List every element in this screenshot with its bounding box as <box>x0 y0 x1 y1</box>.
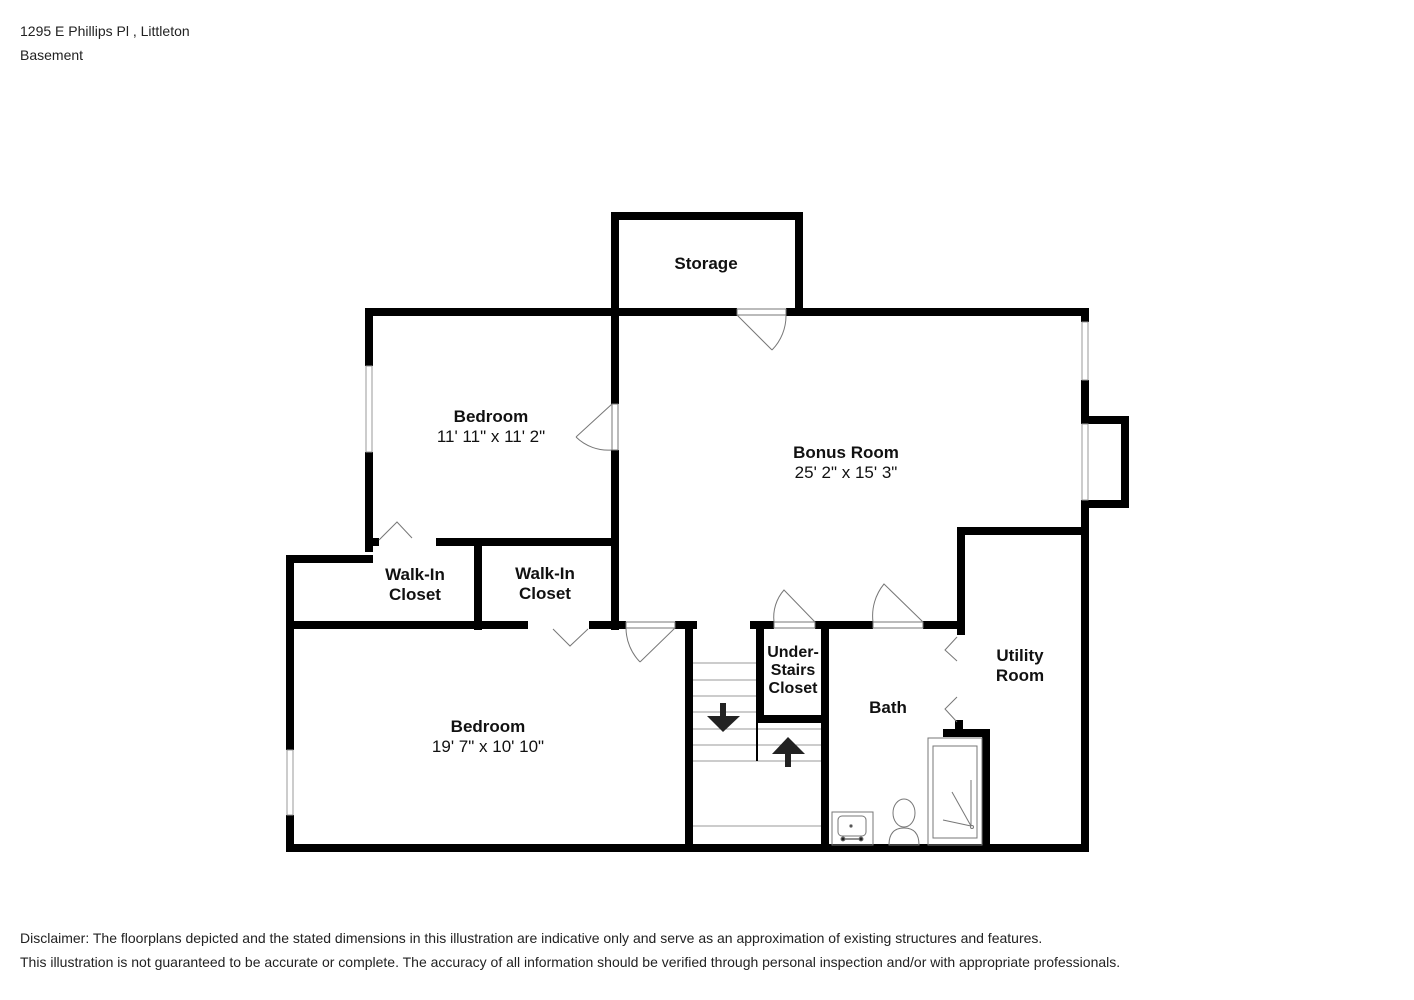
room-dimensions: 25' 2" x 15' 3" <box>794 463 898 482</box>
room-dimensions: 11' 11" x 11' 2" <box>436 427 546 446</box>
room-name: Bedroom <box>453 407 529 426</box>
toilet-icon <box>892 798 916 828</box>
room-name: Bedroom <box>450 717 526 736</box>
property-address: 1295 E Phillips Pl , Littleton <box>20 23 190 39</box>
doors <box>378 308 958 723</box>
disclaimer-line-2: This illustration is not guaranteed to b… <box>20 954 1121 970</box>
room-name-line2: Closet <box>519 584 571 603</box>
stairs-up-arrow-icon <box>772 737 805 767</box>
room-bonus: Bonus Room 25' 2" x 15' 3" <box>793 443 899 483</box>
sink-icon <box>831 811 874 846</box>
shower-icon <box>927 737 983 846</box>
room-name-line1: Walk-In <box>515 564 575 583</box>
windows <box>286 321 1089 816</box>
room-bedroom-upper: Bedroom 11' 11" x 11' 2" <box>437 407 545 447</box>
room-bath: Bath <box>869 698 907 718</box>
room-storage: Storage <box>674 254 737 274</box>
room-name: Storage <box>674 254 738 273</box>
room-walkin-closet-right: Walk-In Closet <box>515 564 575 604</box>
room-dimensions: 19' 7" x 10' 10" <box>431 737 545 756</box>
bath-fixtures <box>831 737 983 846</box>
room-name-line1: Utility <box>996 646 1044 665</box>
floor-level-label: Basement <box>20 47 84 63</box>
disclaimer-line-1: Disclaimer: The floorplans depicted and … <box>20 930 1043 946</box>
room-name-line2: Stairs <box>770 662 816 679</box>
room-name-line3: Closet <box>768 680 818 697</box>
room-name-line2: Room <box>995 666 1045 685</box>
stairs-down-arrow-icon <box>707 703 740 732</box>
room-name-line1: Walk-In <box>385 565 445 584</box>
walls <box>286 212 1129 852</box>
room-name-line1: Under- <box>767 644 819 661</box>
room-name-line2: Closet <box>389 585 441 604</box>
stairs <box>693 662 821 827</box>
room-utility: Utility Room <box>996 646 1044 686</box>
room-under-stairs-closet: Under- Stairs Closet <box>767 644 819 698</box>
room-bedroom-lower: Bedroom 19' 7" x 10' 10" <box>432 717 544 757</box>
room-walkin-closet-left: Walk-In Closet <box>385 565 445 605</box>
room-name: Bonus Room <box>793 443 899 462</box>
room-name: Bath <box>869 698 907 717</box>
